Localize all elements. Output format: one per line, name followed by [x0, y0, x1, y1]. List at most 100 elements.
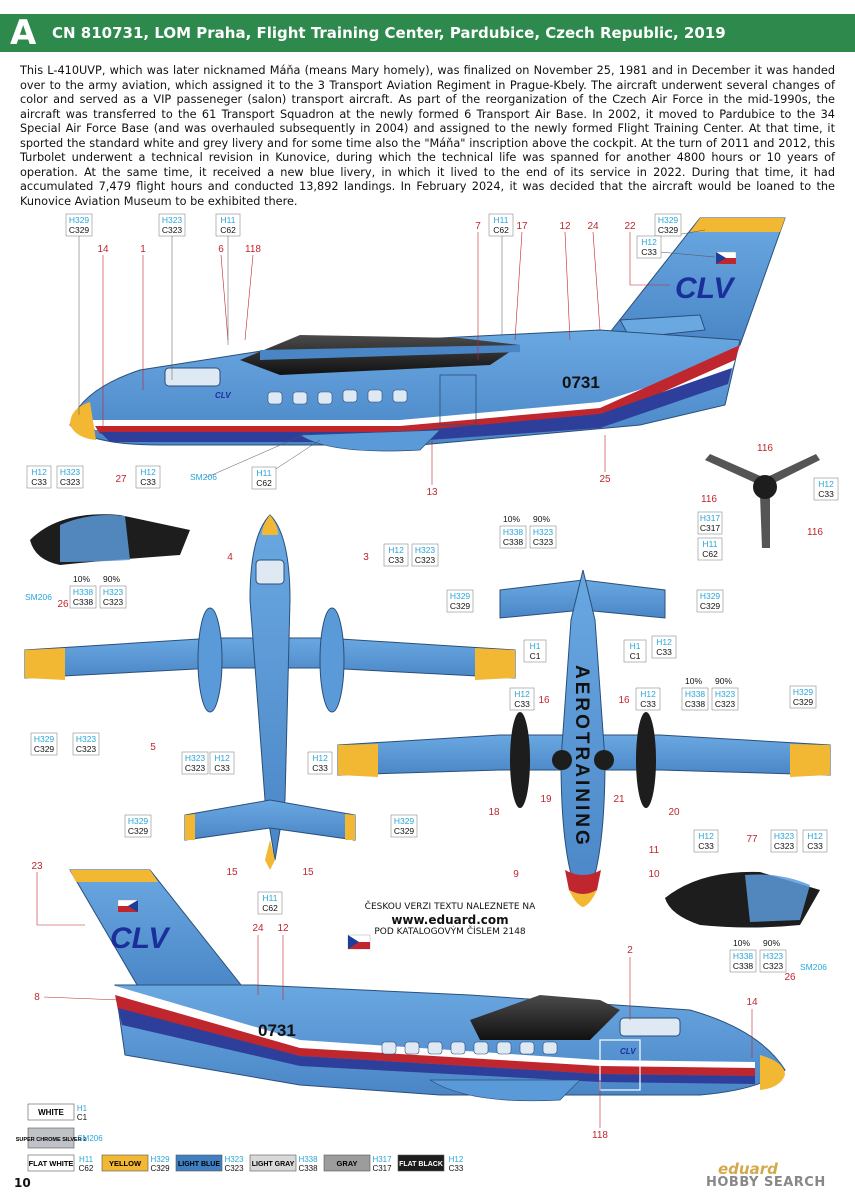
- svg-text:H323: H323: [224, 1155, 244, 1164]
- header-title: CN 810731, LOM Praha, Flight Training Ce…: [52, 24, 726, 42]
- svg-text:H329: H329: [128, 816, 149, 826]
- engine-nacelle-right: [470, 995, 620, 1040]
- num-21: 21: [613, 794, 625, 805]
- czech-note-url[interactable]: www.eduard.com: [391, 913, 509, 927]
- legend-gray: GRAY H317 C317: [323, 1154, 392, 1173]
- svg-text:10%: 10%: [685, 676, 702, 686]
- svg-text:C329: C329: [150, 1164, 170, 1173]
- svg-text:C33: C33: [312, 763, 328, 773]
- svg-text:10%: 10%: [503, 514, 520, 524]
- legend-light-gray: LIGHT GRAY H338 C338: [249, 1154, 318, 1173]
- cabin-windows-right: [381, 1041, 558, 1055]
- callout-pct-middle: 10% 90%: [503, 514, 550, 524]
- svg-text:C323: C323: [715, 699, 736, 709]
- svg-text:H323: H323: [162, 215, 183, 225]
- svg-text:C329: C329: [394, 826, 415, 836]
- serial-bottom: 0731: [258, 1021, 296, 1040]
- description-text: This L-410UVP, which was later nicknamed…: [20, 64, 835, 208]
- num-26-right: 26: [784, 972, 796, 983]
- svg-text:C33: C33: [656, 647, 672, 657]
- callout-h12-c33-nacelle-b: H12 C33: [135, 465, 161, 489]
- num-7: 7: [475, 221, 481, 232]
- flag-top: [715, 251, 737, 265]
- callout-h323-c323-nacelle-b: H323 C323: [99, 585, 127, 609]
- num-118-bottom: 118: [592, 1130, 608, 1141]
- num-8: 8: [34, 992, 40, 1003]
- num-9: 9: [513, 869, 519, 880]
- side-profile-right: CLV 0731 CLV: [36, 869, 786, 1128]
- top-view-tailplane: [184, 799, 356, 841]
- czech-note-line1: ČESKOU VERZI TEXTU NALEZNETE NA: [364, 902, 536, 912]
- svg-text:H11: H11: [703, 539, 718, 549]
- callout-h1-c1-right: H1 C1: [623, 639, 647, 663]
- svg-text:LIGHT BLUE: LIGHT BLUE: [178, 1161, 220, 1168]
- svg-text:H11: H11: [263, 893, 278, 903]
- num-3: 3: [363, 552, 369, 563]
- legend-super-chrome: SUPER CHROME SILVER 2 SM206: [16, 1127, 103, 1149]
- svg-text:C33: C33: [818, 489, 834, 499]
- legend-flat-white: FLAT WHITE H11 C62: [27, 1154, 94, 1173]
- callout-h11-c62-top: H11 C62: [215, 213, 241, 237]
- svg-text:H11: H11: [494, 215, 509, 225]
- cockpit-window-right: [619, 1017, 681, 1037]
- svg-text:H329: H329: [34, 734, 55, 744]
- callout-h329-c329-stab-left: H329 C329: [124, 814, 152, 838]
- serial-top: 0731: [562, 373, 600, 392]
- svg-text:C317: C317: [372, 1164, 392, 1173]
- svg-text:H11: H11: [79, 1155, 94, 1164]
- num-20: 20: [668, 807, 680, 818]
- svg-text:H12: H12: [388, 545, 404, 555]
- callout-h338-c338-nacelle: H338 C338: [69, 585, 97, 609]
- svg-text:C33: C33: [388, 555, 404, 565]
- cargo-door-right: [599, 1039, 641, 1091]
- callout-h323-c323-wing-left: H323 C323: [72, 732, 100, 756]
- svg-text:H329: H329: [69, 215, 90, 225]
- cabin-windows: [267, 389, 408, 405]
- svg-text:C33: C33: [449, 1164, 464, 1173]
- header-bar: A CN 810731, LOM Praha, Flight Training …: [0, 14, 855, 52]
- callout-h11-c62-under: H11 C62: [251, 466, 277, 490]
- header-letter: A: [10, 13, 37, 53]
- svg-text:H1: H1: [77, 1104, 88, 1113]
- callout-h329-c329-stab-right: H329 C329: [390, 814, 418, 838]
- svg-text:GRAY: GRAY: [337, 1159, 358, 1168]
- svg-text:H317: H317: [700, 513, 721, 523]
- svg-text:H338: H338: [685, 689, 706, 699]
- cargo-door: [439, 374, 477, 426]
- num-27: 27: [115, 474, 127, 485]
- cheatline-blue: [100, 368, 732, 442]
- num-116-b: 116: [701, 494, 717, 505]
- svg-text:H329: H329: [394, 816, 415, 826]
- svg-text:H323: H323: [763, 951, 784, 961]
- svg-text:H12: H12: [312, 753, 328, 763]
- svg-text:SM206: SM206: [77, 1134, 103, 1143]
- num-24-top: 24: [587, 221, 599, 232]
- svg-text:H12: H12: [656, 637, 672, 647]
- callout-h12-c33-bottom-r: H12 C33: [635, 687, 661, 711]
- callout-h329-c329-bstab-left: H329 C329: [446, 589, 474, 613]
- svg-text:H12: H12: [698, 831, 714, 841]
- svg-text:H323: H323: [60, 467, 81, 477]
- num-25: 25: [599, 474, 611, 485]
- svg-text:H338: H338: [733, 951, 754, 961]
- watermark-site: HOBBY SEARCH: [706, 1175, 826, 1190]
- num-16-left: 16: [538, 695, 550, 706]
- legend-light-blue: LIGHT BLUE H323 C323: [175, 1154, 244, 1173]
- callout-h323-c323-middle: H323 C323: [529, 525, 557, 549]
- wingtip-right-bottom: [790, 744, 830, 777]
- svg-text:SM206: SM206: [190, 472, 217, 482]
- cockpit-window: [164, 367, 221, 387]
- leader-lines-bottom: [36, 872, 753, 1128]
- svg-text:H12: H12: [140, 467, 156, 477]
- tail-tip-yellow-right: [70, 870, 158, 882]
- num-5: 5: [150, 742, 156, 753]
- num-4: 4: [227, 552, 233, 563]
- svg-text:C1: C1: [530, 651, 541, 661]
- num-1: 1: [140, 244, 146, 255]
- num-19: 19: [540, 794, 552, 805]
- num-6: 6: [218, 244, 224, 255]
- svg-text:H12: H12: [514, 689, 530, 699]
- num-17: 17: [516, 221, 528, 232]
- svg-text:C33: C33: [640, 699, 656, 709]
